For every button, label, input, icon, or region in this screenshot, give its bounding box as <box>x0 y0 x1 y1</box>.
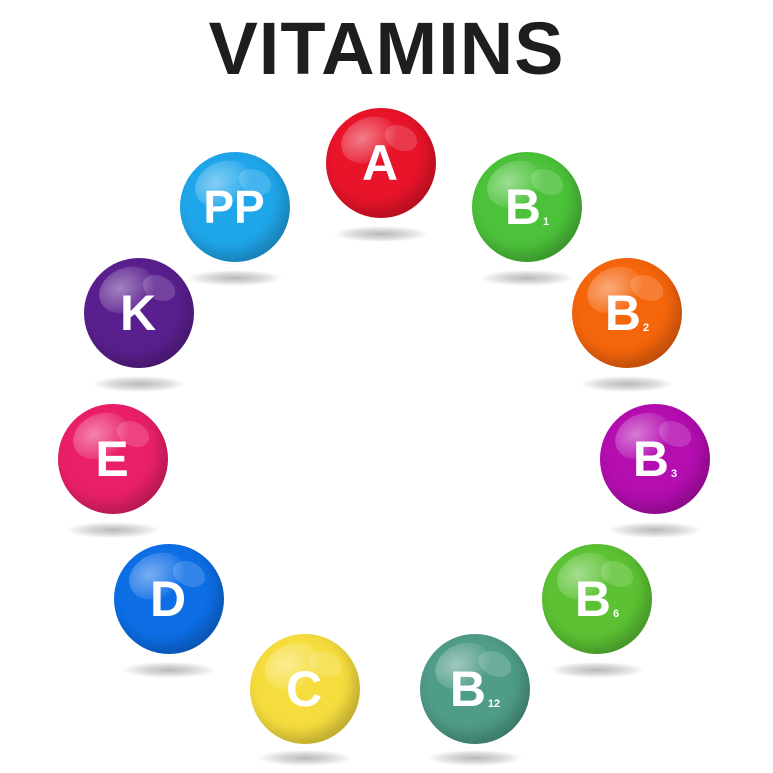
vitamin-subscript: 6 <box>612 608 620 620</box>
vitamin-a: A <box>326 108 436 242</box>
vitamin-letter: B <box>574 571 611 627</box>
vitamin-subscript: 12 <box>487 698 501 710</box>
vitamin-c: C <box>250 634 360 766</box>
ball-shadow <box>334 226 428 242</box>
vitamin-d-ball: D <box>114 544 224 654</box>
vitamin-pp: PP <box>180 152 290 286</box>
ball-shadow <box>550 662 644 678</box>
vitamin-letter: B <box>604 285 641 341</box>
ball-shadow <box>428 750 522 766</box>
vitamin-letter: B <box>449 661 486 717</box>
vitamin-letter: B <box>504 179 541 235</box>
vitamin-subscript: 2 <box>642 322 650 334</box>
vitamin-e-ball: E <box>58 404 168 514</box>
vitamin-letter: A <box>361 135 399 191</box>
vitamin-subscript: 1 <box>542 216 550 228</box>
page-title: VITAMINS <box>208 7 565 90</box>
vitamin-k: K <box>84 258 194 392</box>
ball-shadow <box>580 376 674 392</box>
vitamin-pp-ball: PP <box>180 152 290 262</box>
vitamin-letter: E <box>95 431 129 487</box>
vitamin-letter: B <box>632 431 669 487</box>
ball-shadow <box>258 750 352 766</box>
vitamin-letter: C <box>285 661 323 717</box>
ball-shadow <box>608 522 702 538</box>
vitamin-a-ball: A <box>326 108 436 218</box>
ball-shadow <box>480 270 574 286</box>
vitamin-subscript: 3 <box>670 468 678 480</box>
vitamin-k-ball: K <box>84 258 194 368</box>
ball-shadow <box>188 270 282 286</box>
vitamin-letter: K <box>119 285 157 341</box>
vitamin-letter: PP <box>203 181 265 233</box>
ball-shadow <box>66 522 160 538</box>
vitamin-e: E <box>58 404 168 538</box>
ball-shadow <box>122 662 216 678</box>
vitamin-c-ball: C <box>250 634 360 744</box>
vitamin-letter: D <box>149 571 187 627</box>
vitamin-d: D <box>114 544 224 678</box>
ball-shadow <box>92 376 186 392</box>
